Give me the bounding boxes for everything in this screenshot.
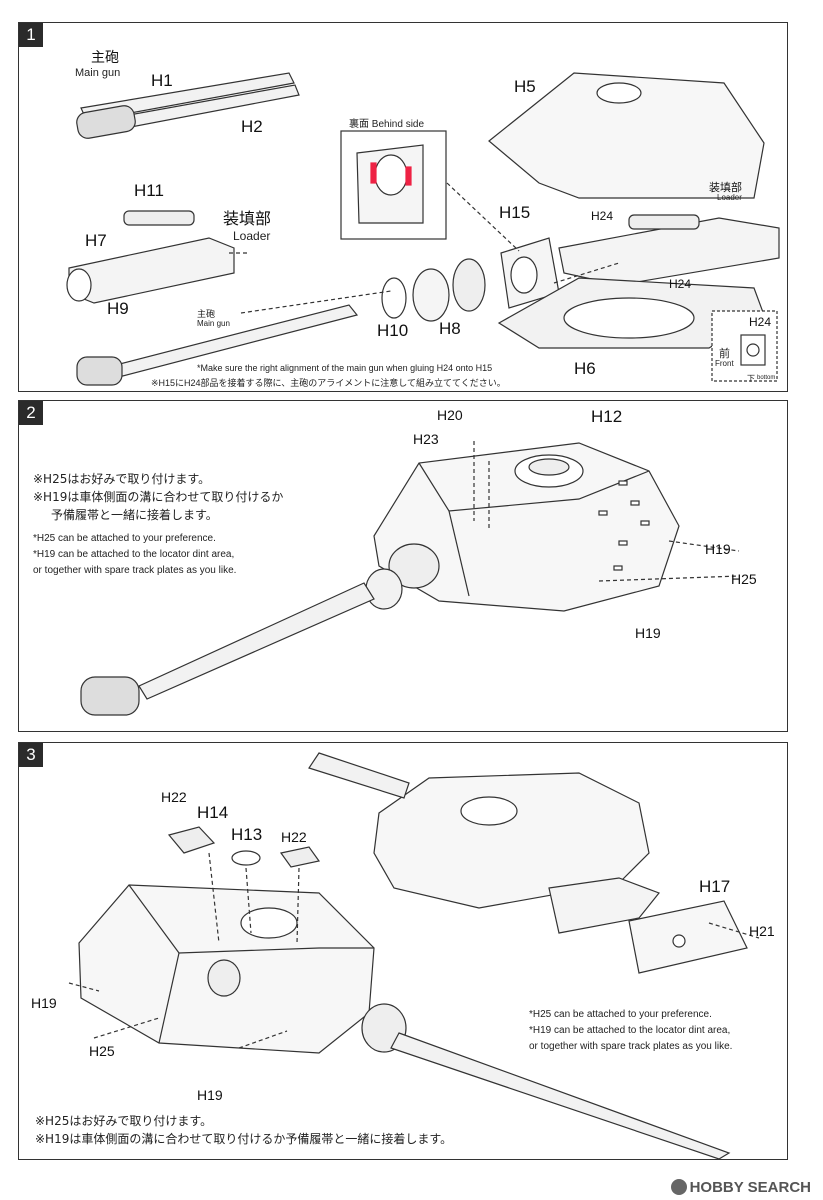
inset-bottom-en: bottom bbox=[757, 375, 776, 381]
step-1-panel: 1 bbox=[18, 22, 788, 392]
step-number: 3 bbox=[19, 743, 43, 767]
label-h11: H11 bbox=[134, 181, 164, 200]
note-en-1: *H25 can be attached to your preference. bbox=[33, 533, 216, 544]
label-h19-a: H19 bbox=[31, 995, 57, 1011]
note-en-1: *H25 can be attached to your preference. bbox=[529, 1009, 712, 1020]
loader-jp: 装填部 bbox=[223, 209, 272, 228]
note-jp: ※H15にH24部品を接着する際に、主砲のアライメントに注意して組み立ててくださ… bbox=[151, 378, 506, 388]
label-h17: H17 bbox=[699, 877, 731, 896]
note-en-3: or together with spare track plates as y… bbox=[529, 1041, 733, 1052]
label-h14: H14 bbox=[197, 803, 229, 822]
behind-side-label: 裏面 Behind side bbox=[349, 119, 425, 130]
label-h20: H20 bbox=[437, 407, 463, 423]
label-h19-b: H19 bbox=[635, 625, 661, 641]
hobby-search-logo-icon bbox=[670, 1179, 687, 1195]
label-h21: H21 bbox=[749, 923, 775, 939]
note-jp-1: ※H25はお好みで取り付けます。 bbox=[35, 1114, 213, 1128]
label-h9: H9 bbox=[107, 299, 129, 318]
label-h6: H6 bbox=[574, 359, 596, 378]
label-h19-b: H19 bbox=[197, 1087, 223, 1103]
main-gun-en: Main gun bbox=[75, 67, 121, 79]
inset-bottom-jp: 下 bbox=[747, 374, 755, 383]
note-en-2: *H19 can be attached to the locator dint… bbox=[529, 1025, 731, 1036]
label-h2: H2 bbox=[241, 117, 263, 136]
label-h1: H1 bbox=[151, 71, 173, 90]
label-h25: H25 bbox=[89, 1043, 115, 1059]
label-h13: H13 bbox=[231, 825, 263, 844]
main-gun-jp: 主砲 bbox=[91, 50, 119, 66]
step-3-drawing bbox=[68, 752, 760, 1159]
label-h15: H15 bbox=[499, 203, 531, 222]
step-3-panel: 3 H22 H14 bbox=[18, 742, 788, 1160]
label-h22-a: H22 bbox=[161, 789, 187, 805]
inset-front-jp: 前 bbox=[719, 348, 730, 360]
note-jp-3: 予備履帯と一緒に接着します。 bbox=[51, 508, 218, 522]
step-number: 2 bbox=[19, 401, 43, 425]
step-2-panel: 2 H20 H12 H23 bbox=[18, 400, 788, 732]
label-h8: H8 bbox=[439, 319, 461, 338]
label-h24-a: H24 bbox=[591, 209, 614, 223]
watermark: HOBBY SEARCH bbox=[670, 1179, 811, 1196]
label-h10: H10 bbox=[377, 321, 409, 340]
step-1-drawing bbox=[66, 72, 780, 386]
loader-en: Loader bbox=[233, 229, 271, 243]
main-gun-small-en: Main gun bbox=[197, 319, 230, 328]
label-h12: H12 bbox=[591, 407, 623, 426]
label-h7: H7 bbox=[85, 231, 107, 250]
note-en-2: *H19 can be attached to the locator dint… bbox=[33, 549, 235, 560]
label-h25: H25 bbox=[731, 571, 757, 587]
loader-small-en: Loader bbox=[717, 193, 742, 202]
inset-h24: H24 bbox=[749, 315, 772, 329]
note-jp-2: ※H19は車体側面の溝に合わせて取り付けるか bbox=[33, 490, 284, 504]
label-h22-b: H22 bbox=[281, 829, 307, 845]
inset-front-en: Front bbox=[715, 359, 734, 368]
label-h23: H23 bbox=[413, 431, 439, 447]
loader-small-jp: 装填部 bbox=[709, 181, 742, 194]
step-2-drawing bbox=[80, 441, 740, 716]
main-gun-small-jp: 主砲 bbox=[197, 309, 216, 319]
label-h19-a: H19 bbox=[705, 541, 731, 557]
note-en: *Make sure the right alignment of the ma… bbox=[197, 363, 493, 373]
note-jp-1: ※H25はお好みで取り付けます。 bbox=[33, 472, 211, 486]
step-number: 1 bbox=[19, 23, 43, 47]
label-h24-b: H24 bbox=[669, 277, 692, 291]
label-h5: H5 bbox=[514, 77, 536, 96]
note-jp-2: ※H19は車体側面の溝に合わせて取り付けるか予備履帯と一緒に接着します。 bbox=[35, 1132, 453, 1146]
note-en-3: or together with spare track plates as y… bbox=[33, 565, 237, 576]
